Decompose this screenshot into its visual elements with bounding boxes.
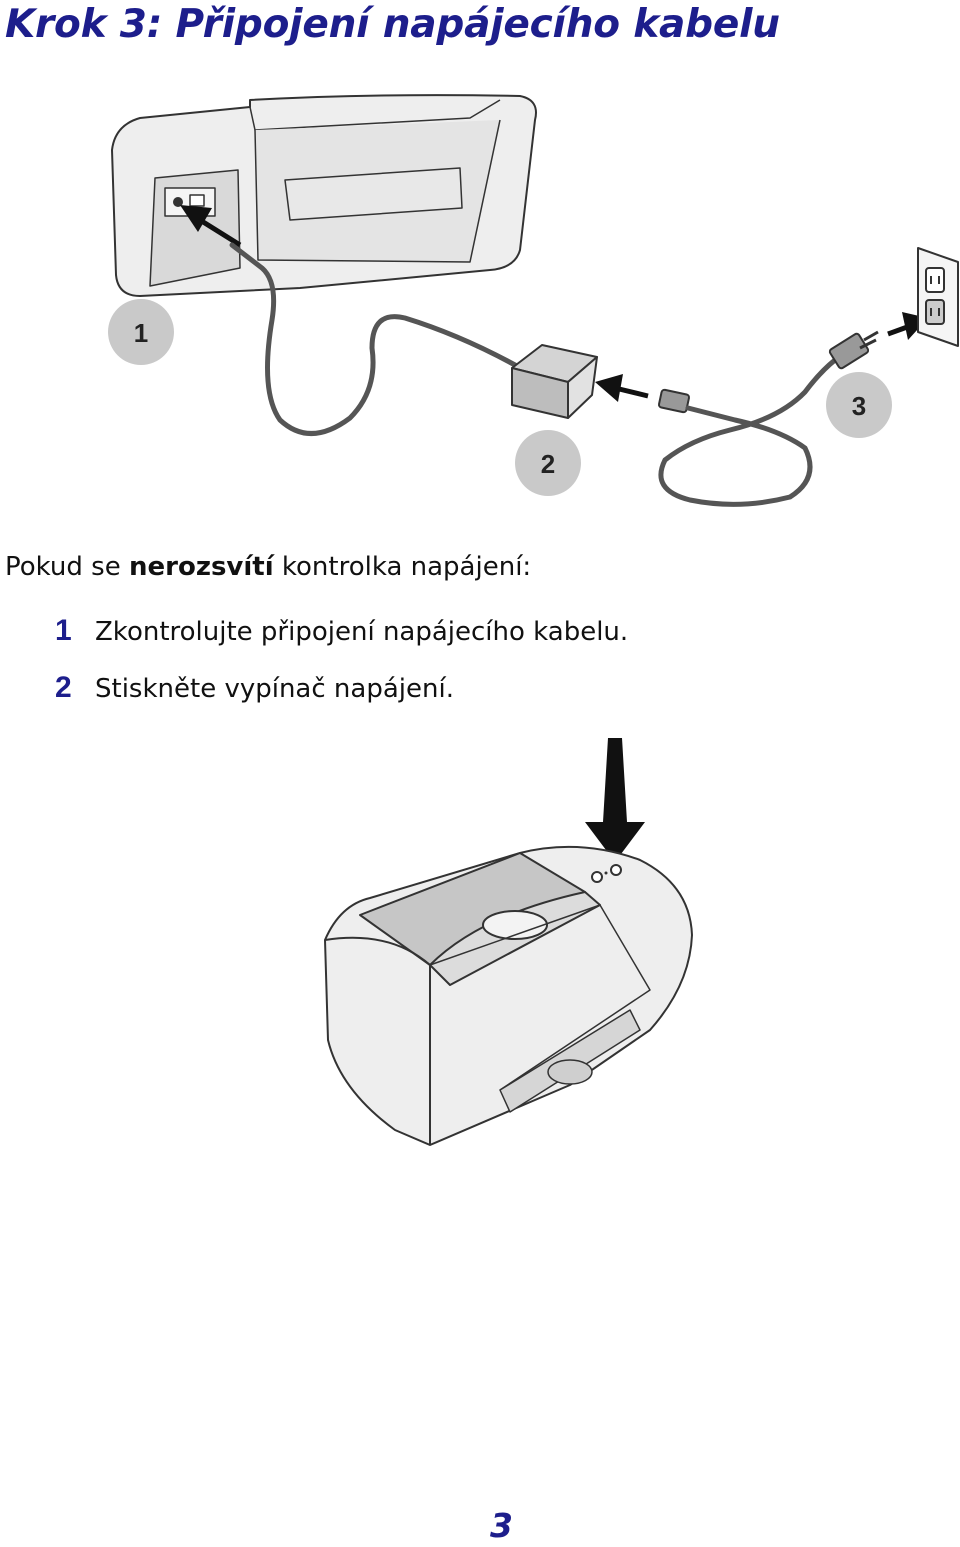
troubleshooting-steps: 1 Zkontrolujte připojení napájecího kabe… bbox=[55, 614, 628, 728]
dc-cable bbox=[229, 242, 518, 436]
arrow-to-power-port-icon bbox=[180, 205, 242, 248]
step-2-number: 2 bbox=[55, 671, 72, 704]
step-2: 2 Stiskněte vypínač napájení. bbox=[55, 671, 628, 728]
callout-2-label: 2 bbox=[541, 449, 555, 479]
wall-outlet-drawing bbox=[917, 247, 959, 347]
page-number: 3 bbox=[490, 1506, 513, 1545]
callout-3-label: 3 bbox=[852, 391, 866, 421]
power-adapter-drawing bbox=[511, 344, 598, 419]
callout-1-label: 1 bbox=[134, 318, 148, 348]
power-button-illustration bbox=[324, 738, 693, 1146]
step-1-text: Zkontrolujte připojení napájecího kabelu… bbox=[95, 617, 629, 647]
callout-1: 1 bbox=[108, 299, 174, 365]
intro-suffix: kontrolka napájení: bbox=[273, 552, 532, 582]
printer-front-drawing bbox=[324, 845, 693, 1146]
step-1-number: 1 bbox=[55, 614, 72, 647]
power-connection-illustration: 1 2 3 bbox=[108, 94, 959, 507]
intro-text: Pokud se nerozsvítí kontrolka napájení: bbox=[5, 552, 531, 582]
down-arrow-icon bbox=[585, 738, 645, 862]
page-title: Krok 3: Připojení napájecího kabelu bbox=[5, 2, 780, 47]
callout-3: 3 bbox=[826, 372, 892, 438]
intro-emphasis: nerozsvítí bbox=[128, 552, 274, 582]
printer-rear-drawing bbox=[111, 94, 537, 297]
arrow-to-adapter-icon bbox=[595, 374, 649, 402]
intro-prefix: Pokud se bbox=[5, 552, 129, 582]
step-2-text: Stiskněte vypínač napájení. bbox=[95, 674, 454, 704]
ac-power-cord bbox=[657, 330, 879, 507]
step-1: 1 Zkontrolujte připojení napájecího kabe… bbox=[55, 614, 628, 671]
callout-2: 2 bbox=[515, 430, 581, 496]
